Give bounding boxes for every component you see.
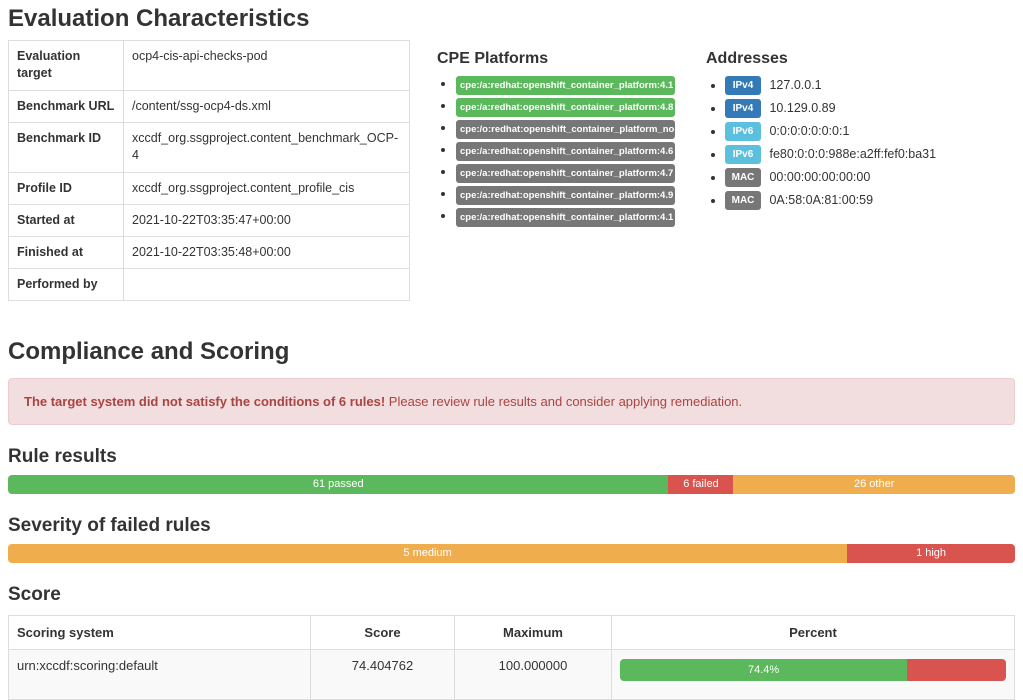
score-header-maximum: Maximum <box>454 615 612 650</box>
eval-label-profile-id: Profile ID <box>8 172 124 205</box>
eval-value-profile-id: xccdf_org.ssgproject.content_profile_cis <box>123 172 410 205</box>
score-percent-segment: 74.4% <box>620 659 908 681</box>
cpe-platform-label: cpe:/o:redhat:openshift_container_platfo… <box>456 120 675 139</box>
cpe-platform-label: cpe:/a:redhat:openshift_container_platfo… <box>456 98 675 117</box>
evaluation-characteristics-table: Evaluation target ocp4-cis-api-checks-po… <box>8 40 410 301</box>
eval-label-benchmark-id: Benchmark ID <box>8 122 124 173</box>
address-value: 127.0.0.1 <box>769 78 822 92</box>
alert-bold-text: The target system did not satisfy the co… <box>24 394 386 409</box>
rule-results-bar: 61 passed 6 failed 26 other <box>8 475 1015 494</box>
list-item: cpe:/a:redhat:openshift_container_platfo… <box>456 164 698 183</box>
percent-cell: 74.4% <box>611 649 1015 700</box>
cpe-platform-label: cpe:/a:redhat:openshift_container_platfo… <box>456 142 675 161</box>
score-percent-bar: 74.4% <box>620 659 1006 681</box>
rule-results-title: Rule results <box>8 446 117 467</box>
medium-severity-label: 5 medium <box>403 547 452 559</box>
score-table: Scoring system Score Maximum Percent urn… <box>8 615 1015 700</box>
cpe-platform-label: cpe:/a:redhat:openshift_container_platfo… <box>456 76 675 95</box>
eval-value-started-at: 2021-10-22T03:35:47+00:00 <box>123 204 410 237</box>
page-title-evaluation-characteristics: Evaluation Characteristics <box>8 5 310 32</box>
cpe-platform-label: cpe:/a:redhat:openshift_container_platfo… <box>456 186 675 205</box>
failed-rules-alert: The target system did not satisfy the co… <box>8 378 1015 425</box>
address-value: 10.129.0.89 <box>769 101 836 115</box>
eval-value-finished-at: 2021-10-22T03:35:48+00:00 <box>123 236 410 269</box>
table-header-row: Scoring system Score Maximum Percent <box>8 615 1015 650</box>
mac-badge: MAC <box>725 191 761 210</box>
other-segment: 26 other <box>733 475 1015 494</box>
score-remainder-segment <box>907 659 1006 681</box>
eval-label-benchmark-url: Benchmark URL <box>8 90 124 123</box>
address-value: 0:0:0:0:0:0:0:1 <box>769 124 850 138</box>
table-row: urn:xccdf:scoring:default 74.404762 100.… <box>8 649 1015 700</box>
addresses-title: Addresses <box>706 50 788 67</box>
eval-value-performed-by <box>123 268 410 301</box>
address-value: 00:00:00:00:00:00 <box>769 170 871 184</box>
scoring-system-value: urn:xccdf:scoring:default <box>8 649 311 700</box>
list-item: IPv4 127.0.0.1 <box>725 76 1015 95</box>
score-header-scoring-system: Scoring system <box>8 615 311 650</box>
ipv4-badge: IPv4 <box>725 99 761 118</box>
list-item: IPv4 10.129.0.89 <box>725 99 1015 118</box>
score-title: Score <box>8 584 61 605</box>
eval-label-finished-at: Finished at <box>8 236 124 269</box>
address-value: fe80:0:0:0:988e:a2ff:fef0:ba31 <box>769 147 937 161</box>
high-severity-label: 1 high <box>916 547 947 559</box>
list-item: MAC 0A:58:0A:81:00:59 <box>725 191 1015 210</box>
alert-rest-text: Please review rule results and consider … <box>385 394 743 409</box>
table-row: Profile ID xccdf_org.ssgproject.content_… <box>8 172 410 205</box>
maximum-value: 100.000000 <box>454 649 612 700</box>
table-row: Started at 2021-10-22T03:35:47+00:00 <box>8 204 410 237</box>
severity-title: Severity of failed rules <box>8 515 211 536</box>
cpe-platform-label: cpe:/a:redhat:openshift_container_platfo… <box>456 208 675 227</box>
table-row: Performed by <box>8 268 410 301</box>
cpe-platforms-title: CPE Platforms <box>437 50 549 67</box>
list-item: cpe:/a:redhat:openshift_container_platfo… <box>456 98 698 117</box>
failed-segment: 6 failed <box>668 475 734 494</box>
eval-value-evaluation-target: ocp4-cis-api-checks-pod <box>123 40 410 91</box>
passed-segment-label: 61 passed <box>312 478 364 490</box>
table-row: Benchmark URL /content/ssg-ocp4-ds.xml <box>8 90 410 123</box>
list-item: cpe:/o:redhat:openshift_container_platfo… <box>456 120 698 139</box>
list-item: IPv6 0:0:0:0:0:0:0:1 <box>725 122 1015 141</box>
eval-label-started-at: Started at <box>8 204 124 237</box>
list-item: cpe:/a:redhat:openshift_container_platfo… <box>456 76 698 95</box>
score-value: 74.404762 <box>310 649 455 700</box>
score-percent-label: 74.4% <box>747 664 780 676</box>
addresses-column: Addresses IPv4 127.0.0.1 IPv4 10.129.0.8… <box>706 40 1015 214</box>
cpe-platform-label: cpe:/a:redhat:openshift_container_platfo… <box>456 164 675 183</box>
list-item: cpe:/a:redhat:openshift_container_platfo… <box>456 208 698 227</box>
ipv6-badge: IPv6 <box>725 122 761 141</box>
addresses-list: IPv4 127.0.0.1 IPv4 10.129.0.89 IPv6 0:0… <box>706 76 1015 210</box>
evaluation-top-row: Evaluation target ocp4-cis-api-checks-po… <box>8 40 1015 301</box>
mac-badge: MAC <box>725 168 761 187</box>
table-row: Evaluation target ocp4-cis-api-checks-po… <box>8 40 410 91</box>
list-item: IPv6 fe80:0:0:0:988e:a2ff:fef0:ba31 <box>725 145 1015 164</box>
cpe-platforms-list: cpe:/a:redhat:openshift_container_platfo… <box>437 76 698 227</box>
score-header-percent: Percent <box>611 615 1015 650</box>
ipv4-badge: IPv4 <box>725 76 761 95</box>
page-title-compliance-and-scoring: Compliance and Scoring <box>8 338 290 365</box>
address-value: 0A:58:0A:81:00:59 <box>769 193 874 207</box>
list-item: MAC 00:00:00:00:00:00 <box>725 168 1015 187</box>
other-segment-label: 26 other <box>854 478 895 490</box>
table-row: Benchmark ID xccdf_org.ssgproject.conten… <box>8 122 410 173</box>
eval-value-benchmark-id: xccdf_org.ssgproject.content_benchmark_O… <box>123 122 410 173</box>
eval-label-performed-by: Performed by <box>8 268 124 301</box>
cpe-platforms-column: CPE Platforms cpe:/a:redhat:openshift_co… <box>437 40 698 230</box>
ipv6-badge: IPv6 <box>725 145 761 164</box>
high-severity-segment: 1 high <box>847 544 1015 563</box>
passed-segment: 61 passed <box>8 475 669 494</box>
eval-value-benchmark-url: /content/ssg-ocp4-ds.xml <box>123 90 410 123</box>
medium-severity-segment: 5 medium <box>8 544 848 563</box>
list-item: cpe:/a:redhat:openshift_container_platfo… <box>456 142 698 161</box>
failed-segment-label: 6 failed <box>683 478 719 490</box>
list-item: cpe:/a:redhat:openshift_container_platfo… <box>456 186 698 205</box>
eval-label-evaluation-target: Evaluation target <box>8 40 124 91</box>
severity-bar: 5 medium 1 high <box>8 544 1015 563</box>
score-header-score: Score <box>310 615 455 650</box>
table-row: Finished at 2021-10-22T03:35:48+00:00 <box>8 236 410 269</box>
